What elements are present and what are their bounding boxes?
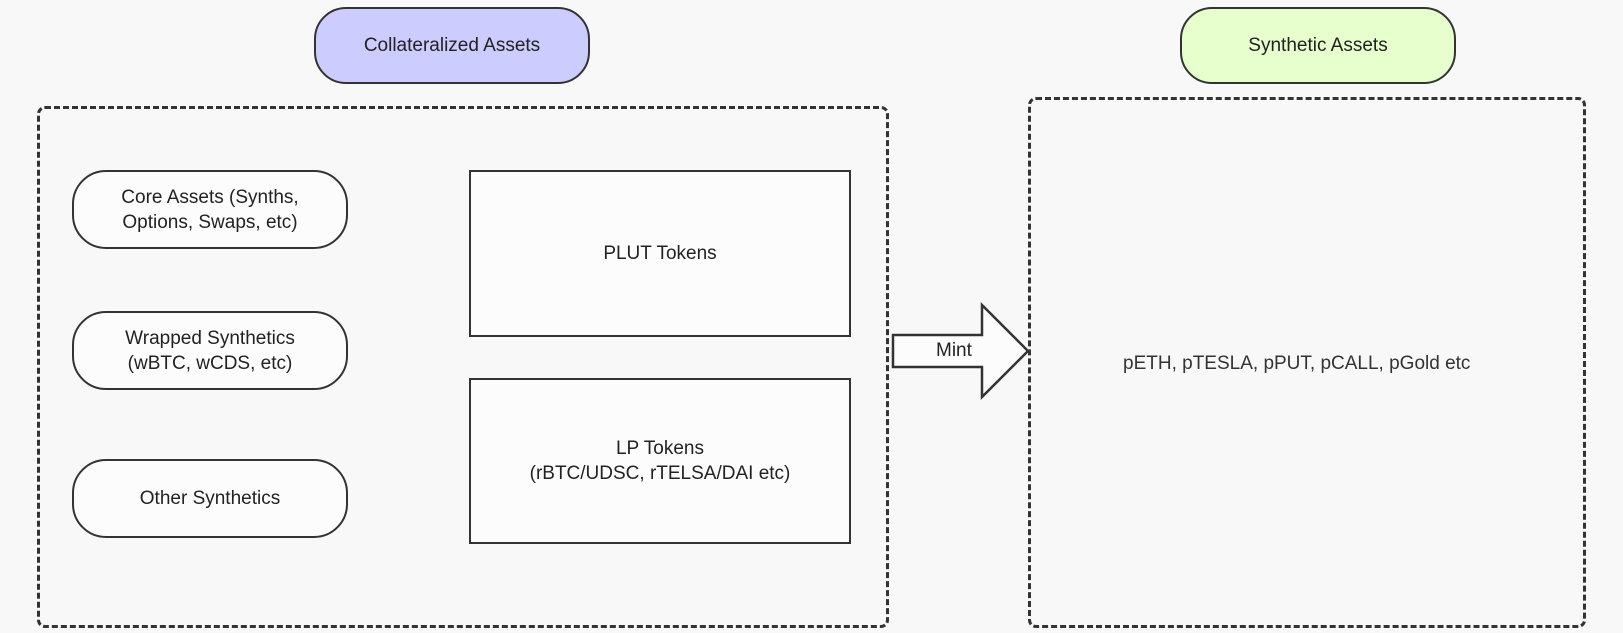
collateralized-assets-group (37, 106, 889, 628)
lp-tokens-line1: LP Tokens (615, 438, 705, 459)
core-assets-line2: Options, Swaps, etc) (122, 211, 298, 233)
plut-tokens-box: PLUT Tokens (469, 170, 851, 337)
core-assets-line1: Core Assets (Synths, (121, 186, 299, 208)
plut-tokens-label: PLUT Tokens (603, 243, 717, 264)
other-synthetics-label: Other Synthetics (139, 488, 281, 509)
mint-arrow-icon (891, 301, 1030, 401)
mint-label: Mint (936, 340, 972, 361)
synthetic-assets-group (1028, 97, 1586, 628)
collateralized-assets-header: Collateralized Assets (314, 7, 590, 84)
wrapped-synthetics-line2: (wBTC, wCDS, etc) (127, 352, 293, 374)
lp-tokens-box: LP Tokens (rBTC/UDSC, rTELSA/DAI etc) (469, 378, 851, 544)
lp-tokens-line2: (rBTC/UDSC, rTELSA/DAI etc) (529, 463, 791, 484)
synthetic-assets-list: pETH, pTESLA, pPUT, pCALL, pGold etc (1123, 353, 1471, 374)
collateralized-assets-label: Collateralized Assets (363, 34, 541, 56)
core-assets-pill: Core Assets (Synths, Options, Swaps, etc… (72, 170, 348, 249)
synthetic-assets-label: Synthetic Assets (1248, 34, 1388, 56)
wrapped-synthetics-pill: Wrapped Synthetics (wBTC, wCDS, etc) (72, 311, 348, 390)
synthetic-assets-header: Synthetic Assets (1180, 7, 1456, 84)
wrapped-synthetics-line1: Wrapped Synthetics (125, 327, 295, 349)
other-synthetics-pill: Other Synthetics (72, 459, 348, 538)
